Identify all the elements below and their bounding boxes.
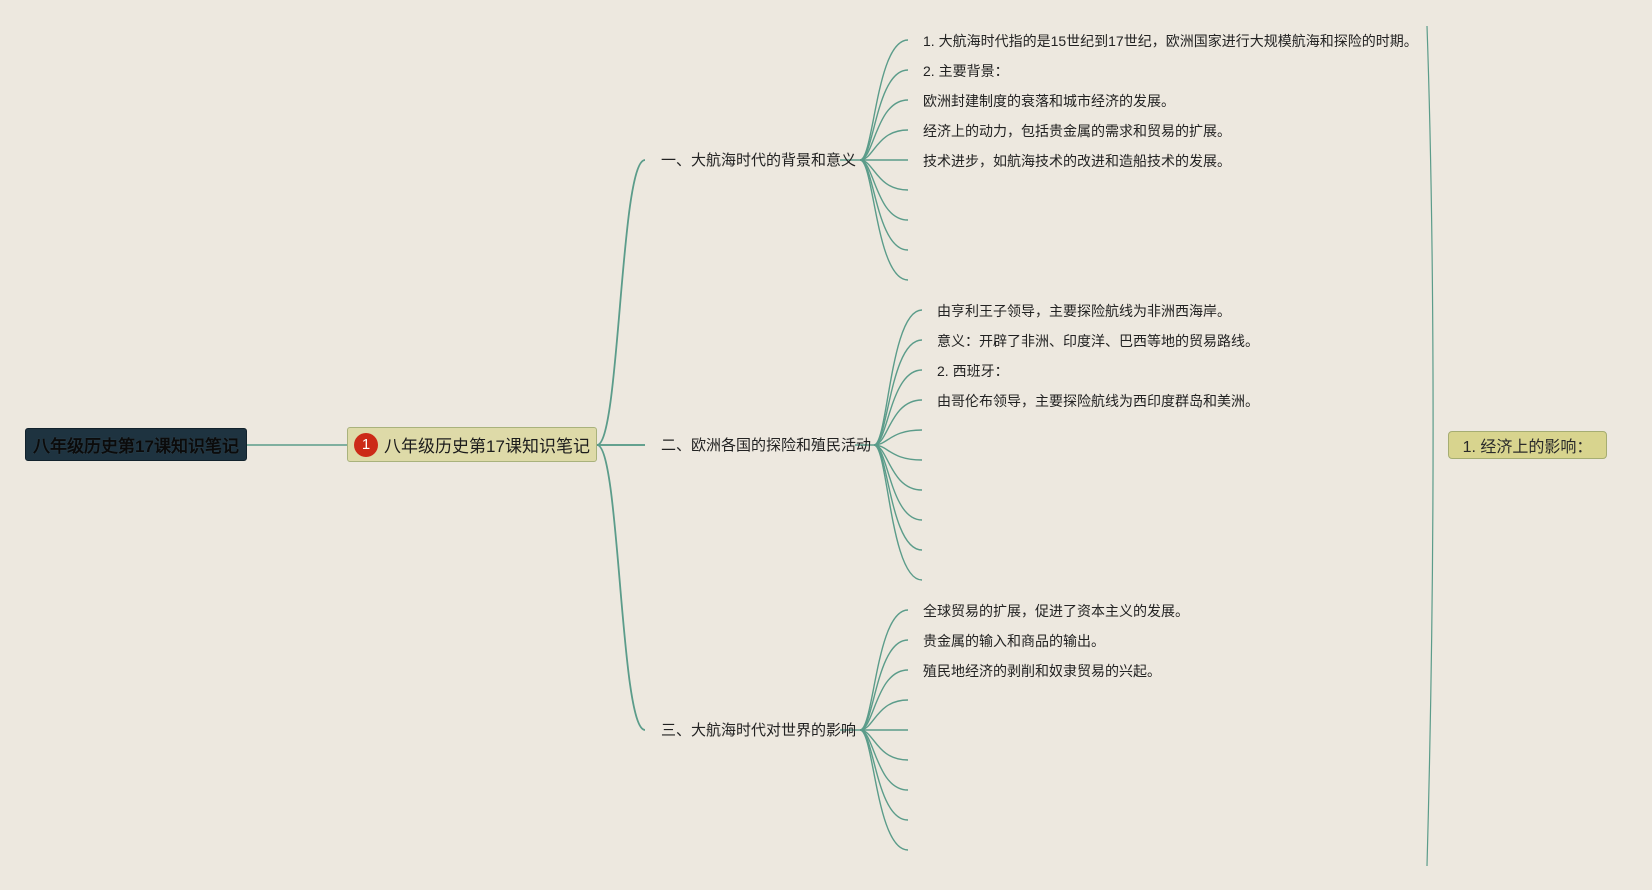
leaf-topic2-1[interactable]: 由亨利王子领导，主要探险航线为非洲西海岸。	[937, 302, 1231, 320]
topic-to-leaf-line	[873, 339, 923, 446]
topic-to-leaf-line	[859, 159, 909, 191]
topic-to-leaf-line	[859, 729, 909, 851]
floating-topic[interactable]: 1. 经济上的影响：	[1448, 431, 1607, 459]
topic-to-leaf-line	[859, 129, 909, 161]
leaf-topic2-3[interactable]: 2. 西班牙：	[937, 362, 1009, 380]
leaf-topic1-4[interactable]: 经济上的动力，包括贵金属的需求和贸易的扩展。	[923, 122, 1231, 140]
topic-to-leaf-line	[859, 609, 909, 731]
leaf-topic2-4[interactable]: 由哥伦布领导，主要探险航线为西印度群岛和美洲。	[937, 392, 1259, 410]
root-topic-label: 八年级历史第17课知识笔记	[33, 437, 239, 456]
leaf-topic1-2[interactable]: 2. 主要背景：	[923, 62, 1009, 80]
topic-to-leaf-line	[873, 429, 923, 446]
topic-to-leaf-line	[873, 309, 923, 446]
leaf-label: 由哥伦布领导，主要探险航线为西印度群岛和美洲。	[937, 393, 1259, 409]
leaf-label: 意义：开辟了非洲、印度洋、巴西等地的贸易路线。	[937, 333, 1259, 349]
topic-label: 三、大航海时代对世界的影响	[661, 722, 857, 739]
floating-topic-label: 1. 经济上的影响：	[1462, 439, 1593, 456]
leaf-label: 全球贸易的扩展，促进了资本主义的发展。	[923, 603, 1189, 619]
topic-to-leaf-line	[859, 39, 909, 161]
leaf-label: 1. 大航海时代指的是15世纪到17世纪，欧洲国家进行大规模航海和探险的时期。	[923, 33, 1418, 49]
central-topic[interactable]: 1 八年级历史第17课知识笔记	[347, 427, 597, 462]
priority-1-icon: 1	[354, 432, 379, 457]
topic-label: 一、大航海时代的背景和意义	[661, 152, 857, 169]
root-topic[interactable]: 八年级历史第17课知识笔记	[25, 428, 247, 461]
leaf-topic1-1[interactable]: 1. 大航海时代指的是15世纪到17世纪，欧洲国家进行大规模航海和探险的时期。	[923, 32, 1418, 50]
leaf-label: 贵金属的输入和商品的输出。	[923, 633, 1105, 649]
topic-to-leaf-line	[859, 669, 909, 731]
topic-to-leaf-line	[859, 159, 909, 281]
topic-to-leaf-line	[859, 99, 909, 161]
leaf-topic1-5[interactable]: 技术进步，如航海技术的改进和造船技术的发展。	[923, 152, 1231, 170]
leaf-label: 2. 西班牙：	[937, 363, 1009, 379]
leaf-label: 由亨利王子领导，主要探险航线为非洲西海岸。	[937, 303, 1231, 319]
leaf-label: 2. 主要背景：	[923, 63, 1009, 79]
topic-to-leaf-line	[873, 369, 923, 446]
leaf-topic3-3[interactable]: 殖民地经济的剥削和奴隶贸易的兴起。	[923, 662, 1161, 680]
topic-to-leaf-line	[859, 69, 909, 161]
leaf-topic3-1[interactable]: 全球贸易的扩展，促进了资本主义的发展。	[923, 602, 1189, 620]
leaf-label: 经济上的动力，包括贵金属的需求和贸易的扩展。	[923, 123, 1231, 139]
topic-exploration[interactable]: 二、欧洲各国的探险和殖民活动	[661, 437, 871, 455]
topic-impact[interactable]: 三、大航海时代对世界的影响	[661, 722, 856, 740]
center-to-topic-line	[596, 159, 646, 446]
leaf-topic3-2[interactable]: 贵金属的输入和商品的输出。	[923, 632, 1105, 650]
topic-to-leaf-line	[873, 444, 923, 581]
topic-background[interactable]: 一、大航海时代的背景和意义	[661, 152, 856, 170]
summary-bracket-line	[1426, 25, 1434, 867]
topic-to-leaf-line	[859, 729, 909, 761]
topic-label: 二、欧洲各国的探险和殖民活动	[661, 437, 872, 454]
topic-to-leaf-line	[859, 699, 909, 731]
leaf-label: 欧洲封建制度的衰落和城市经济的发展。	[923, 93, 1175, 109]
leaf-topic1-3[interactable]: 欧洲封建制度的衰落和城市经济的发展。	[923, 92, 1175, 110]
central-topic-label: 八年级历史第17课知识笔记	[384, 437, 590, 456]
topic-to-leaf-line	[859, 639, 909, 731]
leaf-label: 殖民地经济的剥削和奴隶贸易的兴起。	[923, 663, 1161, 679]
leaf-label: 技术进步，如航海技术的改进和造船技术的发展。	[923, 153, 1231, 169]
center-to-topic-line	[596, 444, 646, 731]
leaf-topic2-2[interactable]: 意义：开辟了非洲、印度洋、巴西等地的贸易路线。	[937, 332, 1259, 350]
